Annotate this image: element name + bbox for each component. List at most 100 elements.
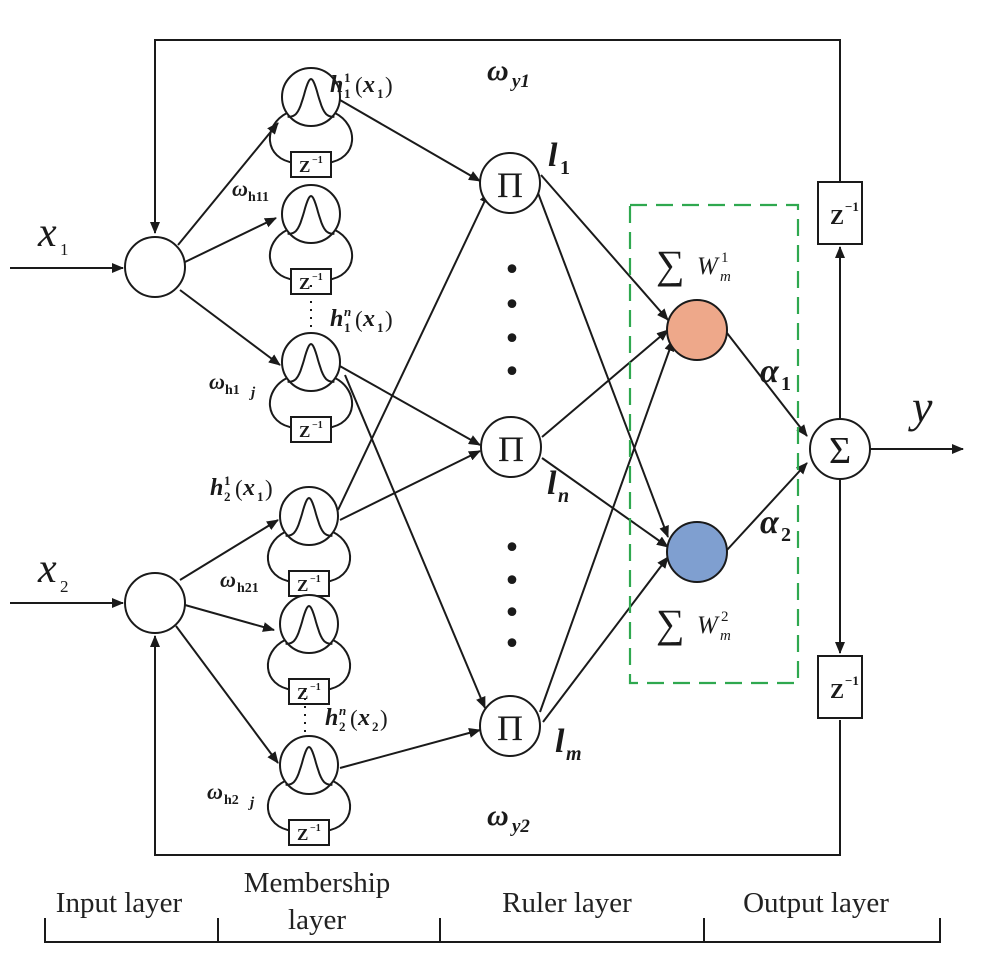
sum-subscript: m [720, 628, 731, 644]
delay-box [288, 678, 330, 705]
rule-node-symbol: Π [498, 429, 524, 469]
membership-node [281, 184, 341, 244]
label-h2-n: h n 2 ( x 2 ) [325, 703, 388, 734]
weighted-sum-node-2 [666, 521, 728, 583]
h-paren-close: ) [265, 476, 273, 501]
sum-superscript: 2 [721, 609, 729, 625]
delay-z: Z [830, 679, 844, 703]
lm-subscript: m [566, 743, 582, 765]
label-h1-n: h n 1 ( x 1 ) [330, 304, 393, 335]
h-superscript: n [339, 703, 346, 718]
self-loop [269, 377, 353, 429]
delay-exponent: −1 [312, 420, 323, 431]
edge-sum1-to-output [726, 332, 808, 437]
h-arg-sub: 1 [377, 86, 384, 101]
h-arg-x: x [357, 705, 370, 731]
h-symbol: h [325, 705, 338, 731]
h-paren-close: ) [380, 706, 388, 731]
h-arg-x: x [362, 72, 375, 98]
h-symbol: h [330, 72, 343, 98]
label-x1: x 1 [37, 210, 69, 259]
alpha2-subscript: 2 [781, 524, 791, 546]
output-node-symbol: Σ [829, 430, 851, 472]
gaussian-curve [287, 194, 335, 235]
delay-box [290, 151, 332, 178]
wh11-subscript: h11 [248, 190, 269, 205]
h-paren-open: ( [355, 307, 363, 332]
gaussian-curve [287, 77, 335, 118]
delay-exponent: −1 [310, 823, 321, 834]
input-to-membership-edges [175, 122, 281, 764]
rule-node-n: Π [480, 416, 542, 478]
rule-node-1: Π [479, 152, 541, 214]
wh2j-symbol: ω [207, 779, 223, 804]
weighted-sum-group-box [628, 203, 800, 685]
layer-label-input: Input layer [56, 887, 183, 919]
gaussian-curve [285, 745, 333, 786]
delay-z: Z [297, 576, 308, 595]
layer-label-membership-1: Membership [244, 867, 391, 899]
mf-unit-x1-1: Z−1 [269, 67, 353, 178]
delay-exponent: −1 [310, 574, 321, 585]
membership-node [281, 67, 341, 127]
rule-node-symbol: Π [497, 165, 523, 205]
lm-symbol: l [555, 723, 565, 760]
label-alpha2: α 2 [760, 504, 791, 546]
gaussian-curve [287, 342, 335, 383]
rule-node-m: Π [479, 695, 541, 757]
delay-z: Z [297, 825, 308, 844]
rule-to-sum-edges [537, 174, 675, 723]
alpha2-symbol: α [760, 504, 780, 541]
delay-z: Z [297, 684, 308, 703]
self-loop [267, 639, 351, 691]
ellipsis-dot: • [503, 564, 521, 599]
mf-unit-x2-1: Z−1 [267, 486, 351, 597]
label-h2-1: h 1 2 ( x 1 ) [210, 473, 273, 504]
layer-label-ruler: Ruler layer [502, 887, 632, 919]
h-paren-close: ) [385, 307, 393, 332]
gaussian-curve [285, 604, 333, 645]
input-node-x2 [124, 572, 186, 634]
label-wy2: ω y2 [487, 799, 530, 837]
rule-node-symbol: Π [497, 708, 523, 748]
feedback-loop-top [150, 39, 841, 234]
rule-ellipsis-dots: •••••••• [503, 253, 521, 662]
h-superscript: 1 [224, 473, 231, 488]
mf-unit-x1-n: Z−1 [269, 332, 353, 443]
wy2-subscript: y2 [510, 816, 530, 837]
h-subscript: 2 [339, 719, 346, 734]
delay-z: Z [299, 274, 310, 293]
edge-sum2-to-output [726, 462, 808, 551]
label-wh21: ω h21 [220, 567, 259, 596]
x1-subscript: 1 [60, 240, 69, 259]
output-delay-bottom: Z −1 [817, 655, 863, 719]
wh2j-subscript: h2 [224, 793, 239, 808]
wh2j-subscript-j: j [248, 795, 255, 811]
layer-bracket [44, 918, 941, 943]
delay-box [290, 268, 332, 295]
delay-z: Z [299, 422, 310, 441]
sum-superscript: 1 [721, 250, 729, 266]
label-sum-w1: ∑ W 1 m [656, 242, 731, 287]
l1-subscript: 1 [560, 157, 570, 179]
output-node: Σ [809, 418, 871, 480]
h-subscript: 2 [224, 489, 231, 504]
wh21-subscript: h21 [237, 581, 259, 596]
label-l1: l 1 [548, 137, 570, 179]
h-paren-open: ( [350, 706, 358, 731]
h-arg-x: x [362, 306, 375, 332]
alpha1-subscript: 1 [781, 373, 791, 395]
ellipsis-dot: • [503, 322, 521, 357]
label-sum-w2: ∑ W 2 m [656, 601, 731, 646]
h-arg-x: x [242, 475, 255, 501]
membership-units: Z−1Z−1Z−1Z−1Z−1Z−1 [267, 67, 353, 846]
ellipsis-dot: • [503, 596, 521, 631]
x1-symbol: x [37, 210, 57, 256]
mf-unit-x2-n: Z−1 [267, 735, 351, 846]
delay-exponent: −1 [845, 199, 859, 214]
delay-exponent: −1 [310, 682, 321, 693]
self-loop [269, 112, 353, 164]
label-wh1j: ω h1 j [209, 369, 256, 401]
wh1j-symbol: ω [209, 369, 225, 394]
output-delay-top: Z −1 [817, 181, 863, 245]
